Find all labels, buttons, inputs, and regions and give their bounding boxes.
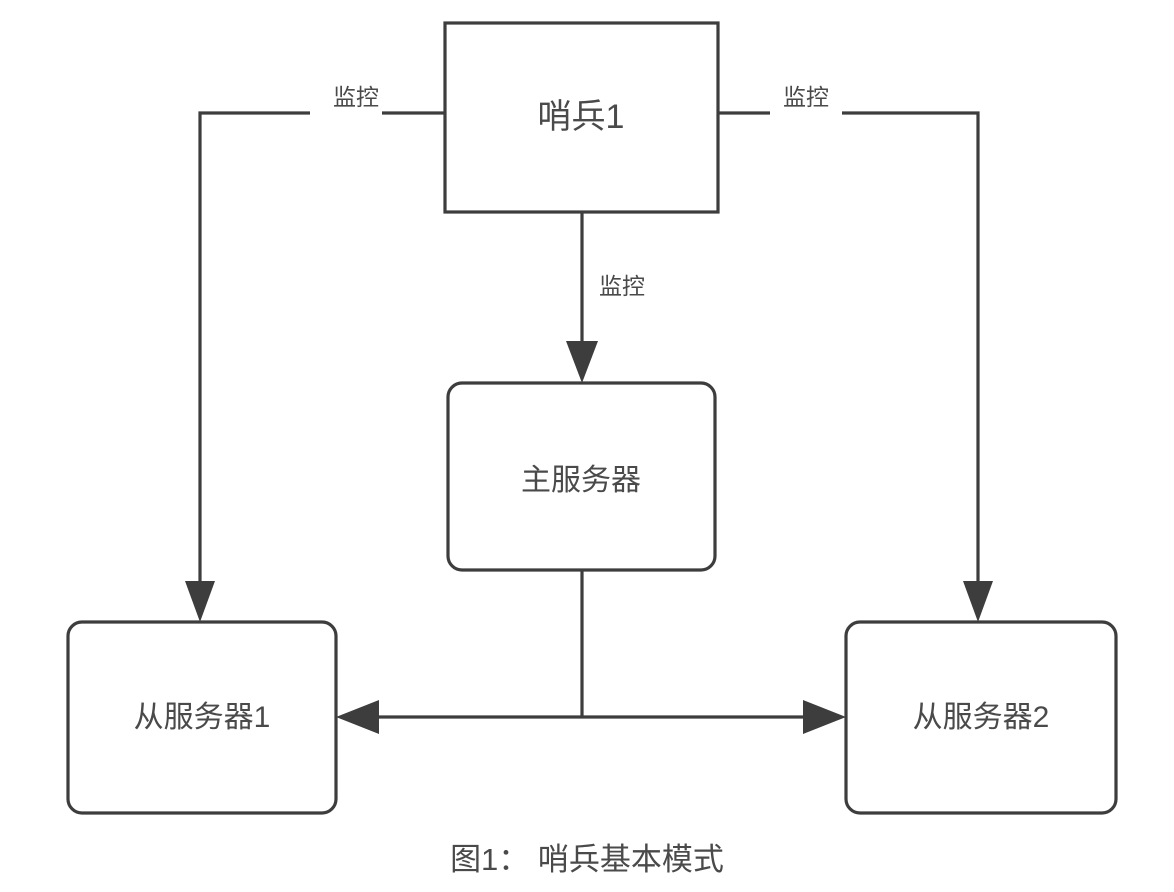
node-master[interactable]: 主服务器 [446, 381, 717, 572]
node-sentinel1-label: 哨兵1 [538, 98, 625, 136]
node-slave1-label: 从服务器1 [134, 701, 271, 734]
node-sentinel1[interactable]: 哨兵1 [443, 21, 720, 214]
edge-label-right-backdrop [770, 83, 842, 117]
edge-label-sentinel-to-slave1: 监控 [310, 83, 382, 117]
node-slave1[interactable]: 从服务器1 [66, 620, 338, 815]
edge-sentinel-to-slave2 [718, 111, 993, 622]
edge-sentinel-to-slave2-arrowhead [963, 581, 993, 622]
edge-label-sentinel-to-slave2: 监控 [770, 83, 842, 117]
edge-master-to-slave2-arrowhead [803, 700, 846, 734]
edge-label-left-text: 监控 [333, 84, 379, 110]
node-slave1-box[interactable] [66, 620, 338, 815]
node-slave2-label: 从服务器2 [913, 701, 1050, 734]
node-sentinel1-box[interactable] [443, 21, 720, 214]
edge-master-to-slave2 [582, 700, 846, 734]
edge-label-sentinel-to-master: 监控 [586, 272, 658, 306]
edge-master-to-slave1 [336, 700, 582, 734]
edge-sentinel-to-master-arrowhead [566, 341, 598, 383]
edge-sentinel-to-slave2-line [718, 111, 980, 600]
node-slave2-box[interactable] [844, 620, 1118, 815]
edge-sentinel-to-slave1-arrowhead [185, 581, 215, 622]
edge-sentinel-to-master [566, 212, 598, 383]
edge-sentinel-to-slave1 [185, 111, 445, 622]
edge-label-center-text: 监控 [599, 273, 645, 299]
node-master-box[interactable] [446, 381, 717, 572]
diagram-caption: 图1： 哨兵基本模式 [450, 842, 724, 877]
node-slave2[interactable]: 从服务器2 [844, 620, 1118, 815]
edge-label-right-text: 监控 [783, 84, 829, 110]
edge-label-left-backdrop [310, 83, 382, 117]
node-master-label: 主服务器 [521, 464, 641, 497]
edge-master-to-slave1-arrowhead [336, 700, 379, 734]
edge-label-center-backdrop [586, 272, 658, 306]
edge-sentinel-to-slave1-line [198, 111, 445, 600]
